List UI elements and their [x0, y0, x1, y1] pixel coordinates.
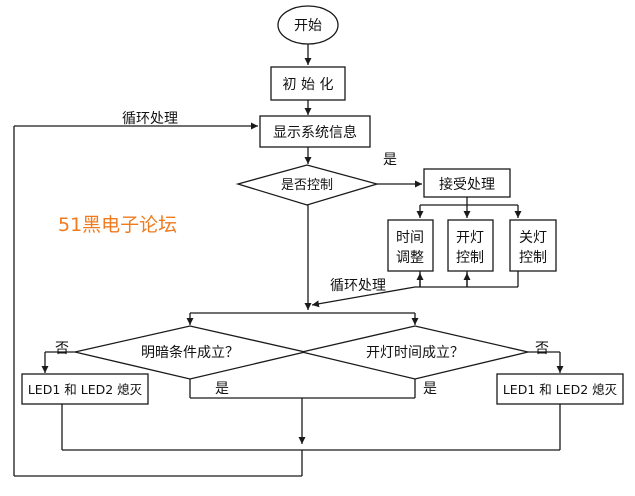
- node-receive-label: 接受处理: [439, 176, 495, 193]
- node-init: 初 始 化: [270, 66, 346, 101]
- edge-label-no-time: 否: [535, 341, 549, 357]
- node-light-on-line2: 控制: [456, 250, 484, 266]
- node-led-off-right-label: LED1 和 LED2 熄灭: [503, 382, 618, 397]
- node-time-adjust-line1: 时间: [396, 230, 424, 246]
- node-light-off-line2: 控制: [519, 250, 547, 266]
- edge-label-yes-control: 是: [383, 152, 397, 168]
- node-display: 显示系统信息: [259, 115, 371, 148]
- node-light-on: 开灯 控制: [447, 219, 494, 272]
- node-start-label: 开始: [294, 18, 322, 34]
- decision-time-label: 开灯时间成立？: [366, 345, 464, 361]
- node-time-adjust: 时间 调整: [387, 219, 434, 272]
- node-led-off-right: LED1 和 LED2 熄灭: [496, 373, 624, 405]
- node-start: 开始: [277, 5, 339, 45]
- edge-label-yes-time: 是: [423, 381, 437, 397]
- edge-label-loop-mid: 循环处理: [330, 278, 386, 294]
- node-time-adjust-line2: 调整: [396, 250, 424, 266]
- edge-label-yes-light: 是: [215, 381, 229, 397]
- decision-light: 明暗条件成立？: [74, 325, 306, 380]
- node-light-off: 关灯 控制: [509, 219, 557, 272]
- decision-control-label: 是否控制: [281, 178, 333, 193]
- node-light-off-line1: 关灯: [519, 230, 547, 246]
- node-display-label: 显示系统信息: [273, 124, 357, 141]
- decision-light-label: 明暗条件成立？: [141, 344, 239, 361]
- node-led-off-left: LED1 和 LED2 熄灭: [21, 373, 149, 405]
- connectors: [13, 44, 564, 477]
- edge-label-no-light: 否: [55, 341, 69, 357]
- edge-label-loop-top: 循环处理: [122, 111, 178, 127]
- node-receive: 接受处理: [423, 168, 511, 198]
- node-init-label: 初 始 化: [283, 76, 334, 93]
- node-led-off-left-label: LED1 和 LED2 熄灭: [28, 382, 143, 397]
- watermark: 51黑电子论坛: [58, 214, 177, 236]
- node-light-on-line1: 开灯: [456, 230, 484, 246]
- decision-control: 是否控制: [235, 164, 380, 206]
- decision-time: 开灯时间成立？: [301, 325, 529, 380]
